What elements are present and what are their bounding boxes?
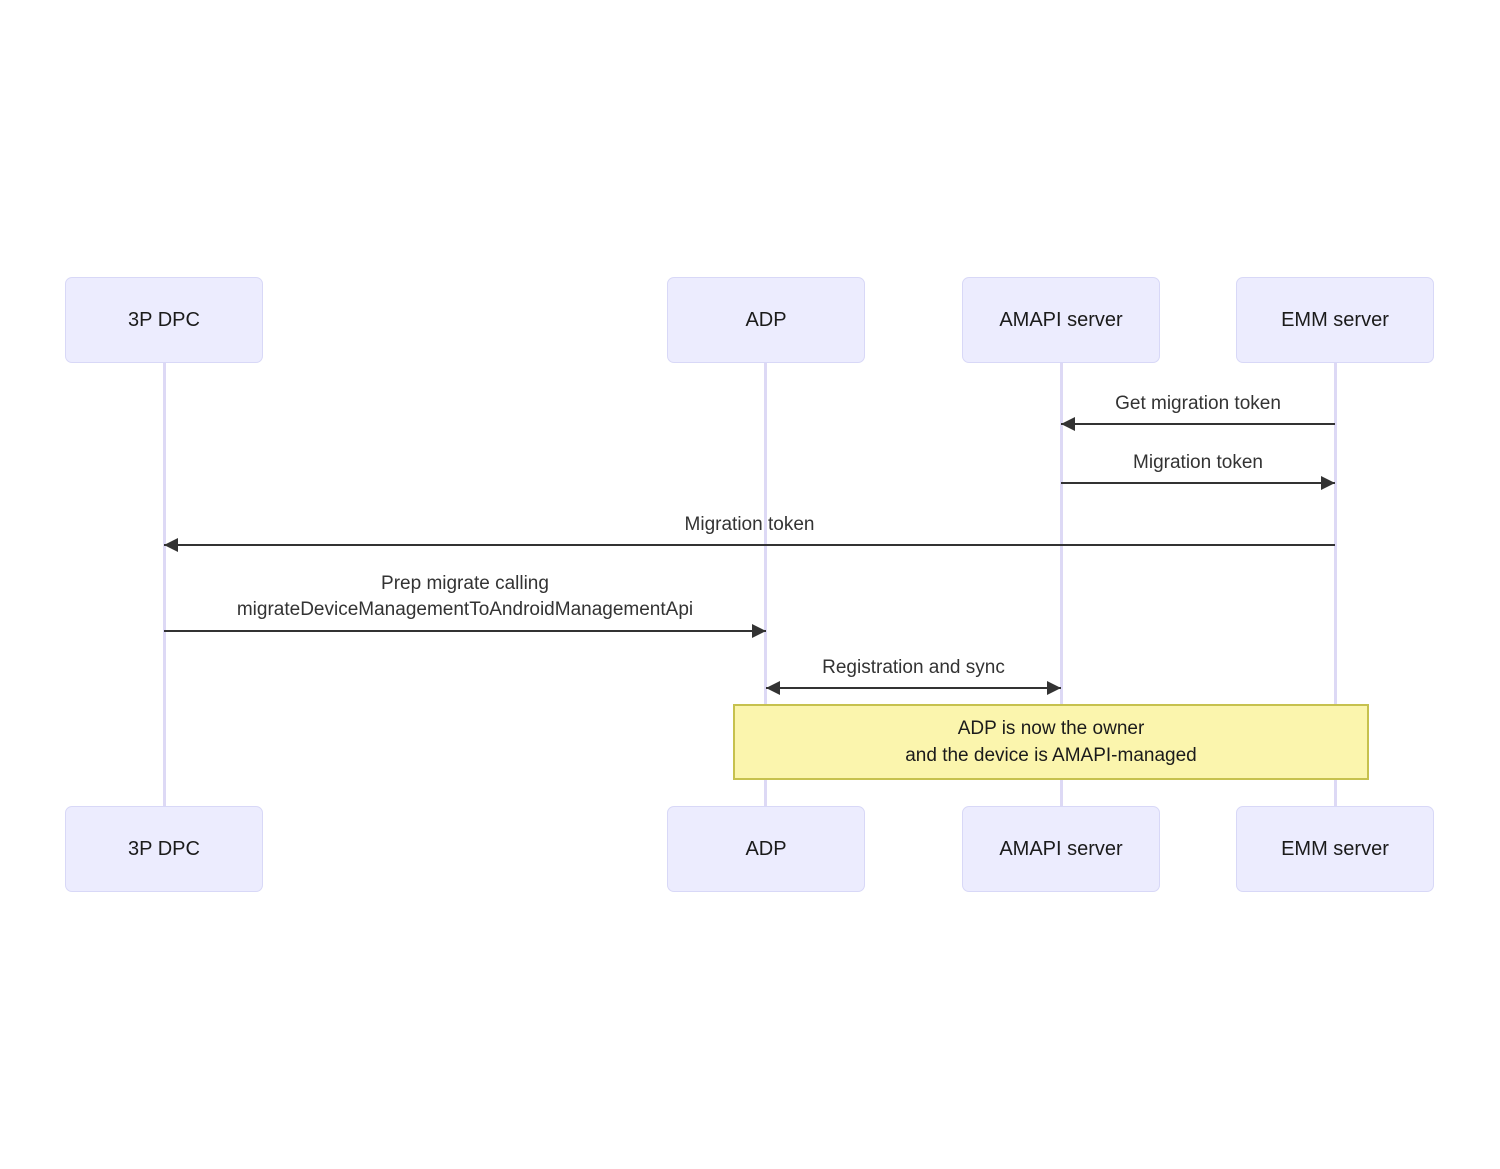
participant-label: 3P DPC (128, 837, 200, 860)
note-text: ADP is now the owner and the device is A… (905, 718, 1197, 766)
message-line (1061, 423, 1335, 425)
lifeline-adp (764, 363, 767, 806)
participant-bottom-adp[interactable]: ADP (667, 806, 865, 892)
message-label: Get migration token (1115, 393, 1281, 414)
message-line (164, 630, 766, 632)
message-line (164, 544, 1335, 546)
message-label: Migration token (1133, 452, 1263, 473)
participant-bottom-amapi[interactable]: AMAPI server (962, 806, 1160, 892)
participant-label: ADP (745, 837, 787, 860)
arrowhead-right-icon (1047, 681, 1061, 695)
message-label: Prep migrate calling migrateDeviceManage… (236, 573, 694, 620)
lifeline-emm (1334, 363, 1337, 806)
arrowhead-right-icon (752, 624, 766, 638)
message-line (766, 687, 1061, 689)
participant-bottom-dpc[interactable]: 3P DPC (65, 806, 263, 892)
participant-label: EMM server (1281, 308, 1389, 331)
arrowhead-left-icon (1061, 417, 1075, 431)
lifeline-dpc (163, 363, 166, 806)
note-adp-owner: ADP is now the owner and the device is A… (733, 704, 1369, 780)
participant-label: EMM server (1281, 837, 1389, 860)
arrowhead-left-icon (766, 681, 780, 695)
message-label: Registration and sync (822, 657, 1005, 678)
participant-top-emm[interactable]: EMM server (1236, 277, 1434, 363)
arrowhead-right-icon (1321, 476, 1335, 490)
participant-label: 3P DPC (128, 308, 200, 331)
participant-top-amapi[interactable]: AMAPI server (962, 277, 1160, 363)
participant-label: AMAPI server (999, 837, 1123, 860)
message-line (1061, 482, 1335, 484)
participant-label: ADP (745, 308, 787, 331)
participant-bottom-emm[interactable]: EMM server (1236, 806, 1434, 892)
message-label: Migration token (684, 514, 815, 535)
participant-top-adp[interactable]: ADP (667, 277, 865, 363)
participant-label: AMAPI server (999, 308, 1123, 331)
participant-top-dpc[interactable]: 3P DPC (65, 277, 263, 363)
arrowhead-left-icon (164, 538, 178, 552)
lifeline-amapi (1060, 363, 1063, 806)
